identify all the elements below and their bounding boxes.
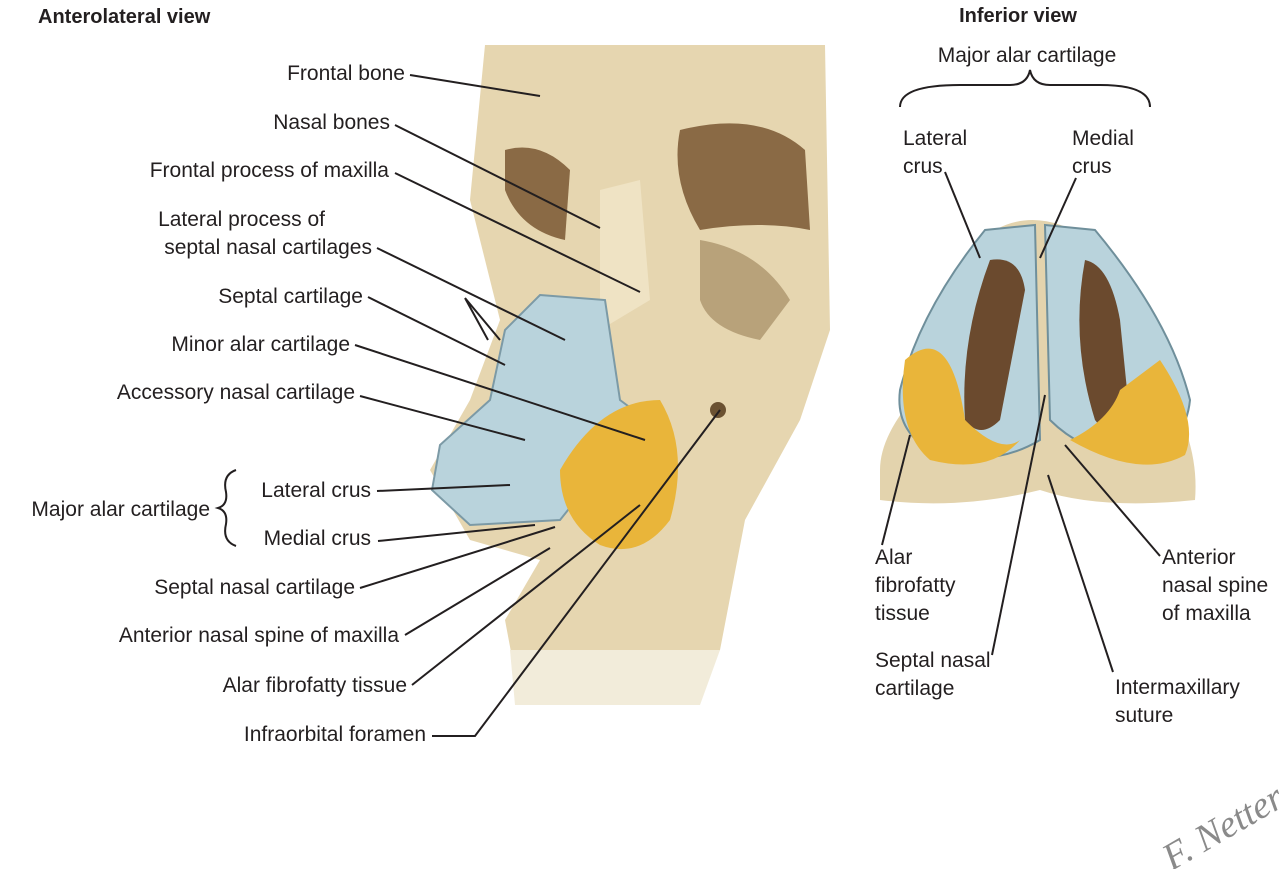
orbit-right	[677, 123, 810, 230]
label-septal-r2: cartilage	[875, 677, 954, 700]
label-infraorbital: Infraorbital foramen	[244, 723, 426, 746]
alar-fibrofatty	[560, 400, 678, 550]
label-alar-r2: fibrofatty	[875, 574, 956, 597]
label-frontal-process: Frontal process of maxilla	[150, 159, 390, 182]
orbit-left	[505, 147, 570, 240]
label-spine-r3: of maxilla	[1162, 602, 1251, 625]
label-septal-r1: Septal nasal	[875, 649, 991, 672]
left-labels: Frontal bone Nasal bones Frontal process…	[31, 62, 426, 746]
inferior-view-title: Inferior view	[959, 5, 1077, 27]
brace-inferior	[899, 69, 1151, 108]
label-lateral-crus-r1: Lateral	[903, 127, 967, 150]
label-anterior-spine: Anterior nasal spine of maxilla	[119, 624, 399, 647]
label-major-alar: Major alar cartilage	[31, 498, 210, 521]
label-major-alar-right: Major alar cartilage	[938, 44, 1117, 67]
label-medial-crus-r1: Medial	[1072, 127, 1134, 150]
right-leader-lines	[881, 171, 1161, 673]
label-lateral-crus-r2: crus	[903, 155, 943, 178]
label-spine-r2: nasal spine	[1162, 574, 1268, 597]
label-lateral-crus: Lateral crus	[261, 479, 371, 502]
nasal-bones	[600, 180, 650, 330]
skull-illustration	[430, 45, 830, 705]
label-minor-alar: Minor alar cartilage	[171, 333, 350, 356]
infraorbital-foramen	[710, 402, 726, 418]
label-spine-r1: Anterior	[1162, 546, 1236, 569]
inferior-view-illustration	[880, 220, 1196, 504]
label-medial-crus: Medial crus	[264, 527, 371, 550]
label-alar-r3: tissue	[875, 602, 930, 625]
right-labels: Lateral crus Medial crus Alar fibrofatty…	[875, 127, 1268, 727]
brace-major-alar	[214, 469, 237, 547]
label-nasal-bones: Nasal bones	[273, 111, 390, 134]
label-lateral-process-2: septal nasal cartilages	[164, 236, 372, 259]
label-septal-nasal: Septal nasal cartilage	[154, 576, 355, 599]
signature: F. Netter M.D.	[1154, 732, 1282, 869]
label-suture-r2: suture	[1115, 704, 1173, 727]
label-lateral-process-1: Lateral process of	[158, 208, 325, 231]
anterolateral-view-title: Anterolateral view	[38, 6, 211, 28]
label-accessory-nasal: Accessory nasal cartilage	[117, 381, 355, 404]
label-septal-cartilage: Septal cartilage	[218, 285, 363, 308]
label-alar-r1: Alar	[875, 546, 912, 569]
label-medial-crus-r2: crus	[1072, 155, 1112, 178]
teeth	[510, 650, 720, 705]
label-alar-fibrofatty: Alar fibrofatty tissue	[223, 674, 407, 697]
left-leader-lines	[214, 74, 721, 737]
label-frontal-bone: Frontal bone	[287, 62, 405, 85]
label-suture-r1: Intermaxillary	[1115, 676, 1240, 699]
